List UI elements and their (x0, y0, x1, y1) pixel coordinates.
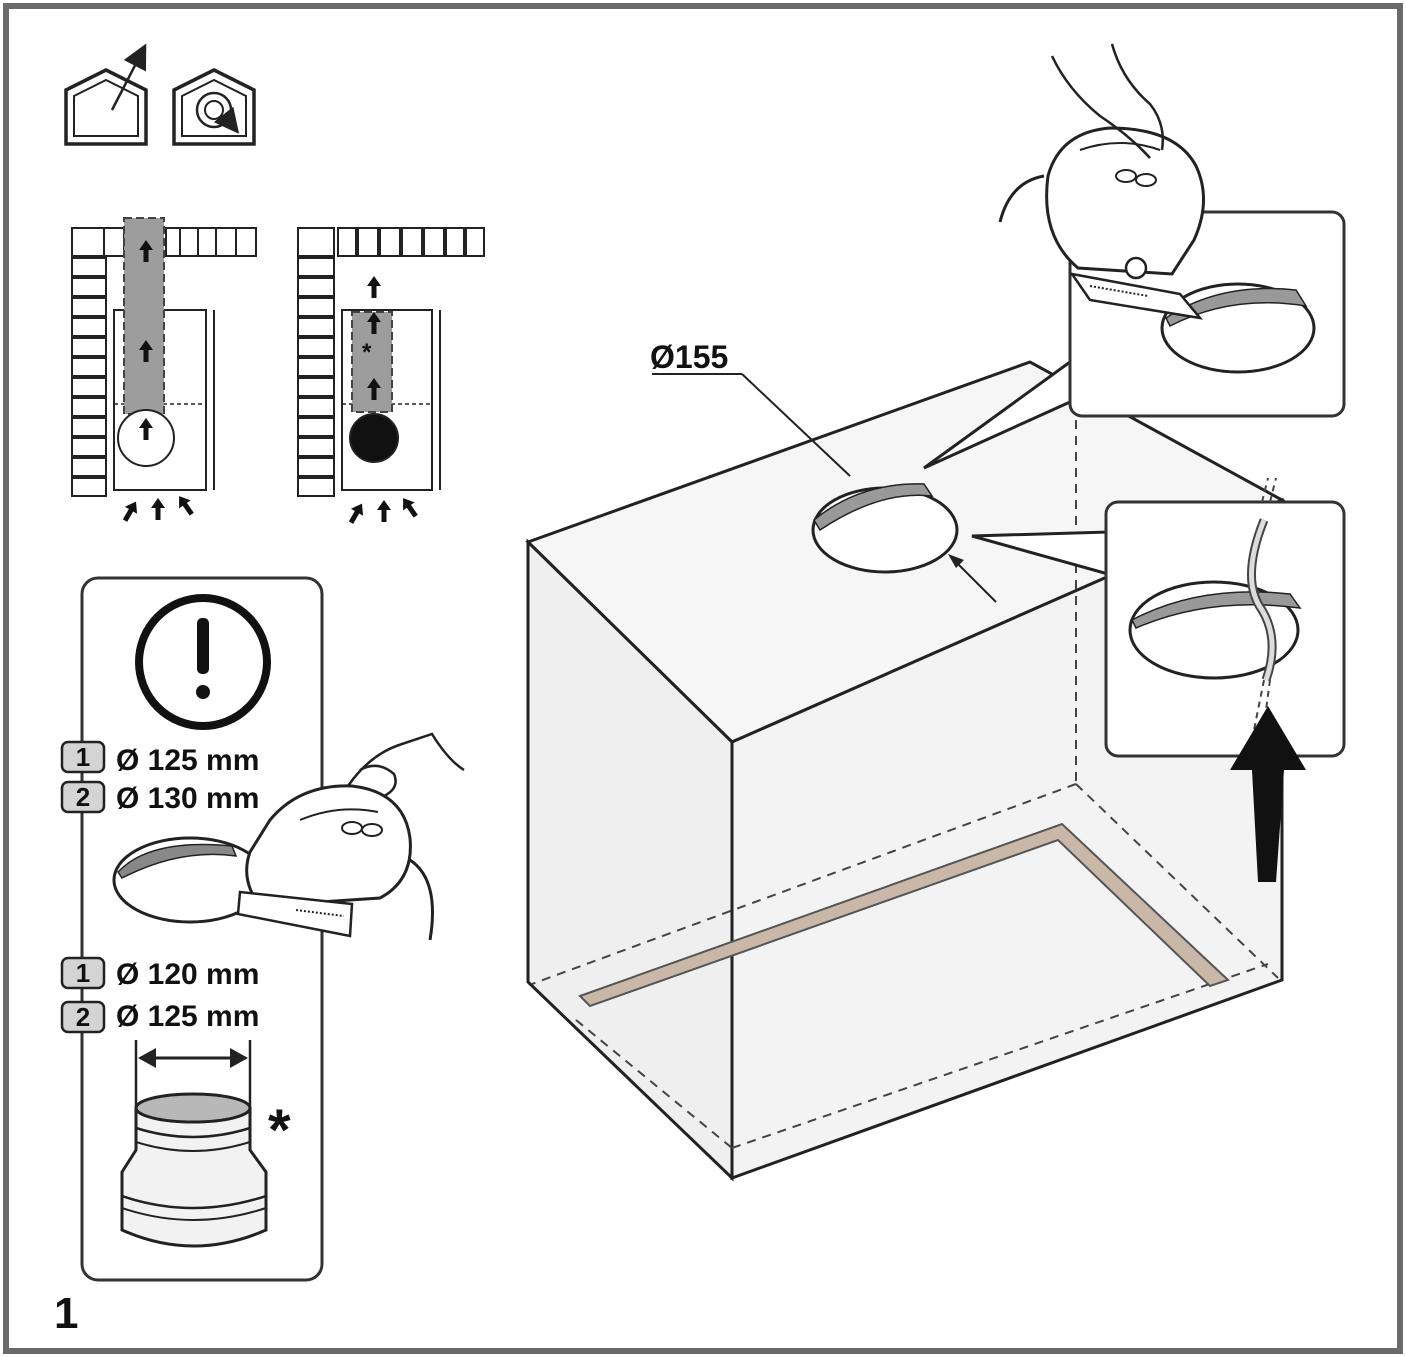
adapter-size-2-text: Ø 125 mm (116, 1000, 259, 1033)
wall-cabinet (525, 360, 1286, 1182)
flow-star-label: * (362, 339, 372, 366)
page-frame (3, 3, 1403, 1354)
info-panel: 1 Ø 125 mm 2 Ø 130 mm 1 Ø 1 (60, 576, 465, 1282)
adapter-size-1-text: Ø 120 mm (116, 958, 259, 991)
up-arrow-icon (1230, 706, 1306, 882)
step-number: 1 (54, 1289, 78, 1338)
adapter-dimension (134, 1040, 252, 1110)
hole-diameter-label: Ø155 (650, 339, 728, 375)
badge-2: 2 (76, 782, 90, 812)
badge-1: 1 (76, 742, 90, 772)
cut-size-row-2: 2 Ø 130 mm (60, 780, 259, 815)
recirculation-wall-diagram: * (297, 227, 485, 527)
cut-size-row-1: 1 Ø 125 mm (60, 740, 259, 777)
badge-1: 1 (76, 958, 90, 988)
cut-size-1-text: Ø 125 mm (116, 744, 259, 777)
adapter-size-row-1: 1 Ø 120 mm (60, 956, 259, 991)
jigsaw-icon (998, 43, 1206, 320)
cut-size-2-text: Ø 130 mm (116, 782, 259, 815)
exclamation-circle-icon (135, 594, 271, 730)
cable-callout (1104, 477, 1346, 758)
jigsaw-icon (236, 732, 465, 941)
house-arrow-out-icon (64, 43, 148, 146)
adapter-star-label: * (268, 1098, 291, 1163)
duct-adapter (120, 1092, 268, 1248)
house-swirl-icon (172, 68, 256, 146)
adapter-size-row-2: 2 Ø 125 mm (60, 1000, 259, 1034)
badge-2: 2 (76, 1002, 90, 1032)
extraction-wall-diagram (71, 217, 257, 525)
